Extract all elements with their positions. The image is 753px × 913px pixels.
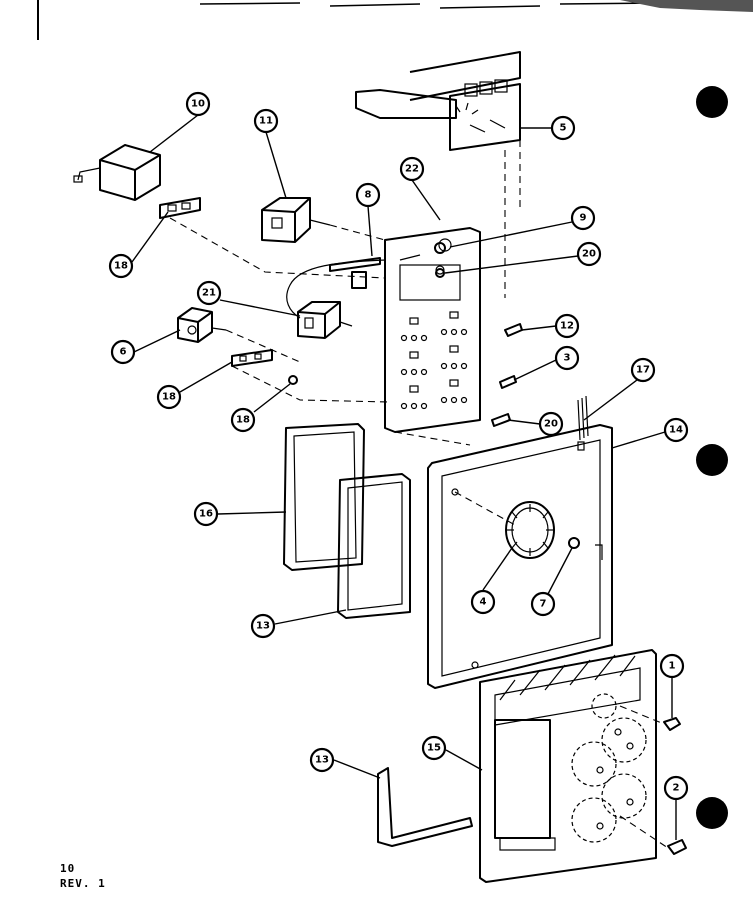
callout-13-upper: 13 [250,613,276,639]
callout-17: 17 [630,357,656,383]
svg-text:16: 16 [199,509,213,520]
part-5-control-bracket [355,51,521,151]
part-14-panel-frame [427,424,613,689]
callout-7: 7 [530,591,556,617]
callout-6: 6 [110,339,136,365]
callout-18-lower: 18 [230,407,256,433]
svg-text:4: 4 [480,597,487,608]
part-18-bracket-lower [231,349,273,367]
callout-15: 15 [421,735,447,761]
page-number: 10 [60,862,76,875]
callout-12: 12 [554,313,580,339]
part-21-switch [297,301,353,339]
callout-20-lower: 20 [538,411,564,437]
svg-text:22: 22 [405,164,419,175]
scan-edge-marks [37,0,753,40]
callout-10-top: 10 [185,91,211,117]
part-7-nut [568,537,580,549]
part-10-component [73,144,161,201]
callout-16: 16 [193,501,219,527]
part-13-trim-strip [377,767,473,847]
part-6-component [177,307,227,343]
svg-text:11: 11 [259,116,273,127]
callout-14: 14 [663,417,689,443]
callout-22: 22 [399,156,425,182]
svg-text:21: 21 [202,288,216,299]
svg-text:20: 20 [582,249,596,260]
leader-lines [131,114,677,840]
svg-text:10: 10 [191,99,205,110]
part-22-circuit-board [384,227,481,433]
registration-dot-top [696,86,728,118]
part-8-rod [329,257,381,289]
part-16-frame [283,423,365,571]
svg-text:15: 15 [427,743,441,754]
fasteners [434,242,523,427]
revision-label: REV. 1 [60,877,106,890]
svg-text:14: 14 [669,425,683,436]
svg-text:18: 18 [162,392,176,403]
part-2-knob [667,839,687,855]
callouts: 10 11 5 22 8 9 20 18 21 6 12 3 18 18 20 … [108,91,689,801]
svg-text:13: 13 [315,755,329,766]
registration-dot-bottom [696,797,728,829]
callout-13-lower: 13 [309,747,335,773]
callout-11: 11 [253,108,279,134]
part-4-dial [505,501,555,559]
svg-text:17: 17 [636,365,650,376]
part-18-screw [288,375,298,385]
registration-dot-middle [696,444,728,476]
part-1-knob [663,717,681,731]
svg-text:18: 18 [114,261,128,272]
svg-text:18: 18 [236,415,250,426]
svg-text:8: 8 [365,190,372,201]
svg-text:5: 5 [560,123,567,134]
callout-5: 5 [550,115,576,141]
callout-2: 2 [663,775,689,801]
callout-18-upper: 18 [108,253,134,279]
callout-8: 8 [355,182,381,208]
part-15-front-panel [479,649,657,883]
svg-text:6: 6 [120,347,127,358]
svg-text:12: 12 [560,321,574,332]
svg-text:7: 7 [540,599,547,610]
svg-text:1: 1 [669,661,676,672]
part-11-switch [261,197,331,243]
callout-1: 1 [659,653,685,679]
svg-text:20: 20 [544,419,558,430]
callout-18-lower-left: 18 [156,384,182,410]
wire-harness [286,259,386,319]
svg-text:3: 3 [564,353,571,364]
callout-4: 4 [470,589,496,615]
callout-9: 9 [570,205,596,231]
part-17-spring [577,395,589,441]
part-18-bracket-upper [159,197,201,219]
callout-3: 3 [554,345,580,371]
callout-20-upper: 20 [576,241,602,267]
callout-21: 21 [196,280,222,306]
part-13-gasket [337,473,411,619]
svg-text:2: 2 [673,783,680,794]
svg-text:9: 9 [580,213,587,224]
svg-text:13: 13 [256,621,270,632]
